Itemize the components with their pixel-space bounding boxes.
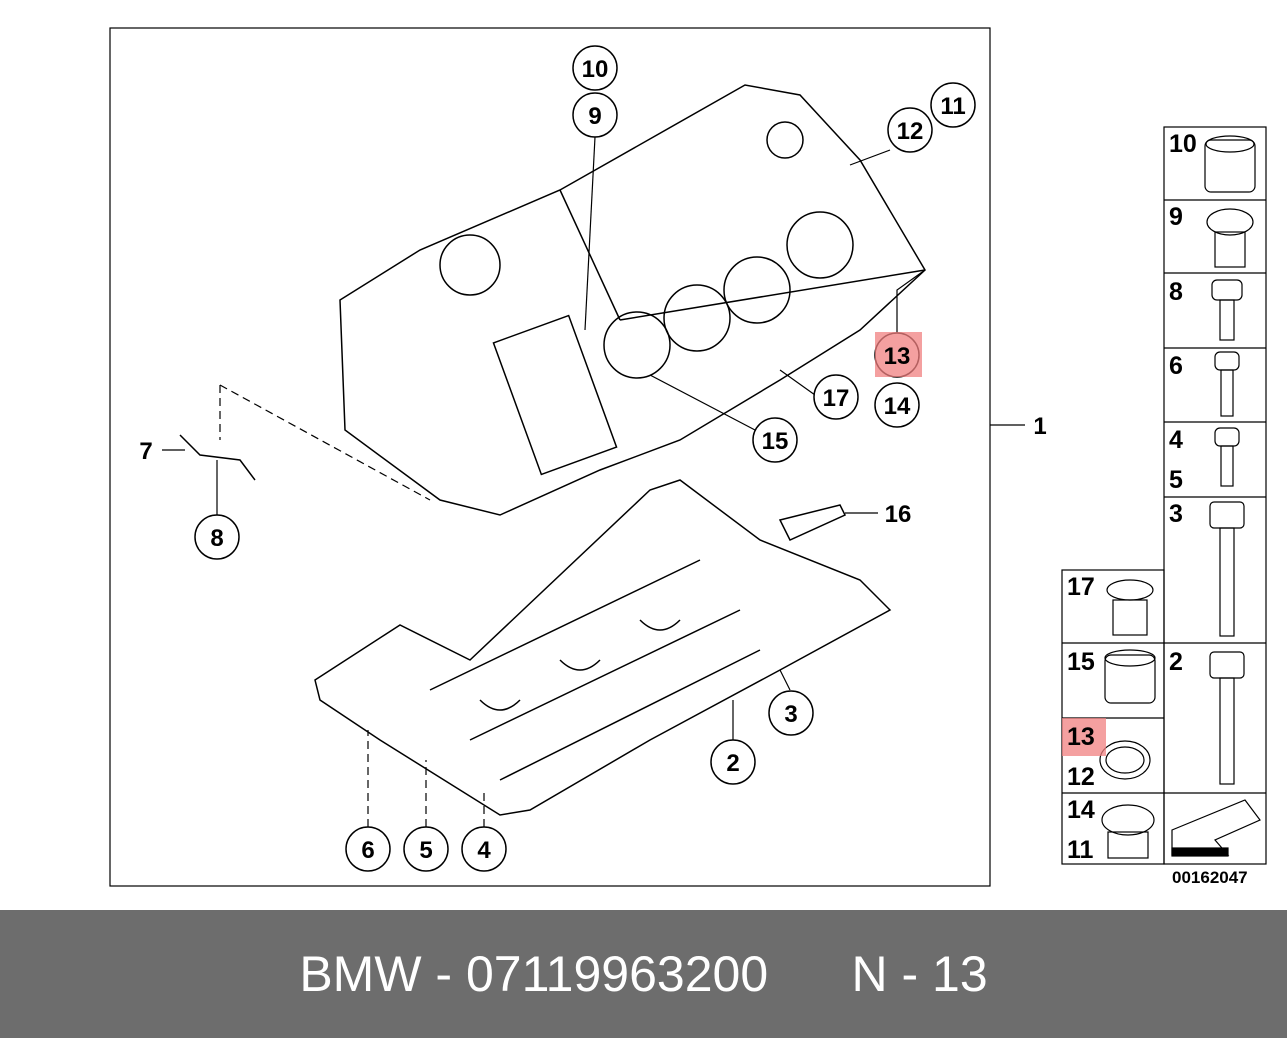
callout-label: 12 — [897, 118, 924, 145]
callout-label: 10 — [582, 56, 609, 83]
callout-8[interactable]: 8 — [194, 514, 240, 560]
callout-1[interactable]: 1 — [1033, 413, 1046, 440]
callout-label: 5 — [419, 837, 432, 864]
parts-diagram: 10 9 11 12 13 14 17 15 7 8 16 3 2 6 5 4 … — [109, 27, 1267, 887]
callout-label: 17 — [823, 385, 850, 412]
callout-label: 16 — [885, 501, 912, 528]
callout-17[interactable]: 17 — [813, 374, 859, 420]
svg-text:17: 17 — [1067, 573, 1095, 601]
callout-7[interactable]: 7 — [139, 438, 152, 465]
callout-3[interactable]: 3 — [768, 690, 814, 736]
svg-text:6: 6 — [1169, 352, 1183, 380]
callout-label: 14 — [884, 393, 911, 420]
legend-highlight — [1062, 718, 1106, 756]
callout-13-highlighted[interactable]: 13 — [874, 332, 922, 378]
svg-text:12: 12 — [1067, 763, 1095, 791]
callout-2[interactable]: 2 — [710, 739, 756, 785]
svg-text:5: 5 — [1169, 466, 1183, 494]
svg-text:11: 11 — [1067, 836, 1094, 864]
callout-label: 6 — [361, 837, 374, 864]
spacer — [768, 945, 851, 1003]
callout-label: 2 — [726, 750, 739, 777]
svg-text:4: 4 — [1169, 426, 1183, 454]
svg-text:14: 14 — [1067, 796, 1095, 824]
brand: BMW — [299, 946, 422, 1002]
engine-block-drawing — [339, 84, 926, 516]
callout-16[interactable]: 16 — [885, 501, 912, 528]
sleeve-icon — [1204, 139, 1256, 193]
crankcase-drawing — [314, 479, 892, 816]
arrow-icon — [1171, 799, 1261, 856]
callout-label: 13 — [884, 343, 911, 370]
callout-10[interactable]: 10 — [572, 45, 618, 91]
svg-text:2: 2 — [1169, 648, 1183, 676]
callout-12[interactable]: 12 — [887, 107, 933, 153]
svg-text:8: 8 — [1169, 278, 1183, 306]
svg-text:10: 10 — [1169, 130, 1197, 158]
leader-lines — [162, 136, 1025, 827]
svg-text:13: 13 — [1067, 723, 1095, 751]
seal-ring-icon — [1099, 740, 1151, 780]
svg-text:15: 15 — [1067, 648, 1095, 676]
callout-label: 1 — [1033, 413, 1046, 440]
parts-legend — [1061, 126, 1267, 865]
bolt-icon — [1211, 279, 1243, 301]
callout-15[interactable]: 15 — [752, 417, 798, 463]
callout-9[interactable]: 9 — [572, 92, 618, 138]
position-number: N - 13 — [851, 946, 988, 1002]
diagram-frame — [109, 27, 991, 887]
callout-label: 4 — [477, 837, 491, 864]
svg-text:3: 3 — [1169, 500, 1183, 528]
callout-label: 11 — [940, 93, 965, 120]
drawing-code: 00162047 — [1172, 868, 1248, 887]
bracket-drawing — [179, 434, 256, 481]
part-number: 07119963200 — [465, 946, 769, 1002]
callout-label: 8 — [210, 525, 223, 552]
svg-text:9: 9 — [1169, 203, 1183, 231]
part-caption-bar: BMW - 07119963200 N - 13 — [0, 910, 1287, 1038]
callout-5[interactable]: 5 — [403, 826, 449, 872]
callout-14[interactable]: 14 — [874, 382, 920, 428]
callout-4[interactable]: 4 — [461, 826, 507, 872]
callout-label: 15 — [762, 428, 789, 455]
callout-11[interactable]: 11 — [930, 82, 976, 128]
legend-labels: 10 9 8 6 4 5 3 2 17 15 13 12 14 11 — [1067, 130, 1197, 864]
callout-6[interactable]: 6 — [345, 826, 391, 872]
callout-label: 7 — [139, 438, 152, 465]
plug-icon — [1206, 208, 1254, 236]
separator: - — [421, 946, 466, 1002]
callout-label: 3 — [784, 701, 797, 728]
callout-label: 9 — [588, 103, 601, 130]
